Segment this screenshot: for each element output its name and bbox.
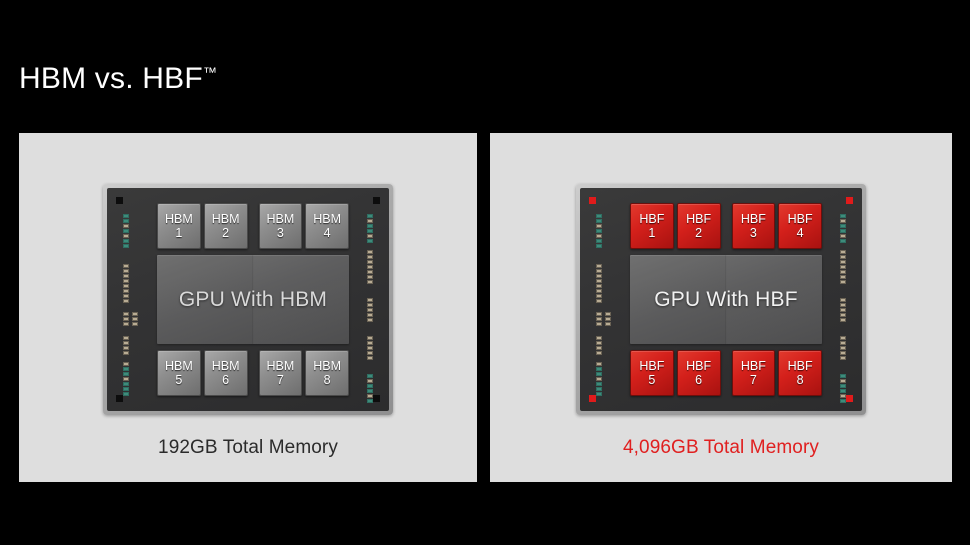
fiducial-mark-icon [589,395,596,402]
memory-row-bottom: HBF 5 HBF 6 HBF 7 HBF 8 [630,350,822,396]
memory-die-name: HBM [211,359,240,373]
passive-component-strip [123,214,129,248]
panel-caption-hbf: 4,096GB Total Memory [623,437,819,458]
passive-component-strip [840,250,846,284]
passive-component-strip [596,312,602,326]
fiducial-mark-icon [116,197,123,204]
passive-component-strip [367,336,373,360]
passive-component-strip [367,250,373,284]
memory-die-name: HBF [740,359,766,373]
fiducial-mark-icon [373,395,380,402]
memory-die-index: 5 [175,373,183,387]
fiducial-mark-icon [589,197,596,204]
memory-die-index: 5 [648,373,656,387]
page-title-text: HBM vs. HBF [19,62,203,95]
passive-component-strip [367,214,373,243]
fiducial-mark-icon [846,395,853,402]
passive-component-strip [605,312,611,326]
memory-die-index: 2 [222,226,230,240]
passive-component-strip [840,298,846,322]
memory-die: HBM 3 [258,203,303,249]
passive-component-strip [596,362,602,396]
memory-die-index: 7 [749,373,757,387]
memory-die: HBF 7 [731,350,776,396]
passive-component-strip [840,336,846,360]
memory-row-bottom: HBM 5 HBM 6 HBM 7 HBM 8 [157,350,349,396]
memory-die: HBM 5 [157,350,201,396]
passive-component-strip [840,214,846,243]
memory-die-index: 4 [323,226,331,240]
passive-component-strip [123,312,129,326]
memory-die-name: HBF [787,212,813,226]
gpu-die: GPU With HBF [630,255,822,344]
chip-package-hbf: HBF 1 HBF 2 HBF 3 HBF 4 GPU With HBF [576,184,866,415]
gpu-die: GPU With HBM [157,255,349,344]
memory-die: HBF 1 [630,203,674,249]
panel-hbm: HBM 1 HBM 2 HBM 3 HBM 4 GPU With HBM [19,133,477,482]
memory-die: HBM 1 [157,203,201,249]
memory-die-name: HBM [266,212,295,226]
memory-die-index: 3 [276,226,284,240]
memory-die-index: 3 [749,226,757,240]
memory-row-top: HBF 1 HBF 2 HBF 3 HBF 4 [630,203,822,249]
chip-package-hbm: HBM 1 HBM 2 HBM 3 HBM 4 GPU With HBM [103,184,393,415]
memory-die-index: 8 [796,373,804,387]
memory-die-index: 2 [695,226,703,240]
passive-component-strip [123,362,129,396]
gpu-die-label: GPU With HBM [178,287,328,311]
memory-die-name: HBM [164,359,193,373]
memory-die: HBM 6 [203,350,248,396]
memory-die-name: HBM [164,212,193,226]
trademark-symbol: ™ [202,64,217,80]
fiducial-mark-icon [846,197,853,204]
memory-die: HBM 7 [258,350,303,396]
package-substrate: HBM 1 HBM 2 HBM 3 HBM 4 GPU With HBM [107,188,389,411]
package-substrate: HBF 1 HBF 2 HBF 3 HBF 4 GPU With HBF [580,188,862,411]
memory-die-index: 6 [695,373,703,387]
memory-die-name: HBF [740,212,766,226]
memory-die-name: HBF [787,359,813,373]
memory-die-name: HBM [313,212,342,226]
memory-die-index: 6 [222,373,230,387]
memory-row-top: HBM 1 HBM 2 HBM 3 HBM 4 [157,203,349,249]
memory-die-name: HBF [686,212,712,226]
passive-component-strip [123,336,129,355]
panel-caption-hbm: 192GB Total Memory [158,437,338,458]
memory-die-name: HBF [639,359,665,373]
memory-die: HBF 4 [778,203,822,249]
fiducial-mark-icon [373,197,380,204]
memory-die-name: HBF [639,212,665,226]
memory-die: HBM 2 [203,203,248,249]
passive-component-strip [123,264,129,303]
memory-die-name: HBM [313,359,342,373]
page-title: HBM vs. HBF™ [19,62,217,96]
memory-die: HBF 3 [731,203,776,249]
memory-die: HBF 8 [778,350,822,396]
memory-die: HBF 2 [676,203,721,249]
panel-hbf: HBF 1 HBF 2 HBF 3 HBF 4 GPU With HBF [490,133,952,482]
memory-die: HBM 8 [305,350,349,396]
gpu-die-label: GPU With HBF [654,287,798,311]
passive-component-strip [132,312,138,326]
memory-die-name: HBM [211,212,240,226]
memory-die-index: 1 [648,226,656,240]
passive-component-strip [367,374,373,403]
memory-die-index: 4 [796,226,804,240]
passive-component-strip [367,298,373,322]
memory-die-name: HBM [266,359,295,373]
passive-component-strip [840,374,846,403]
memory-die: HBF 5 [630,350,674,396]
passive-component-strip [596,214,602,248]
memory-die-index: 8 [323,373,331,387]
memory-die-index: 1 [175,226,183,240]
memory-die: HBM 4 [305,203,349,249]
memory-die: HBF 6 [676,350,721,396]
passive-component-strip [596,264,602,303]
memory-die-index: 7 [276,373,284,387]
memory-die-name: HBF [686,359,712,373]
fiducial-mark-icon [116,395,123,402]
passive-component-strip [596,336,602,355]
